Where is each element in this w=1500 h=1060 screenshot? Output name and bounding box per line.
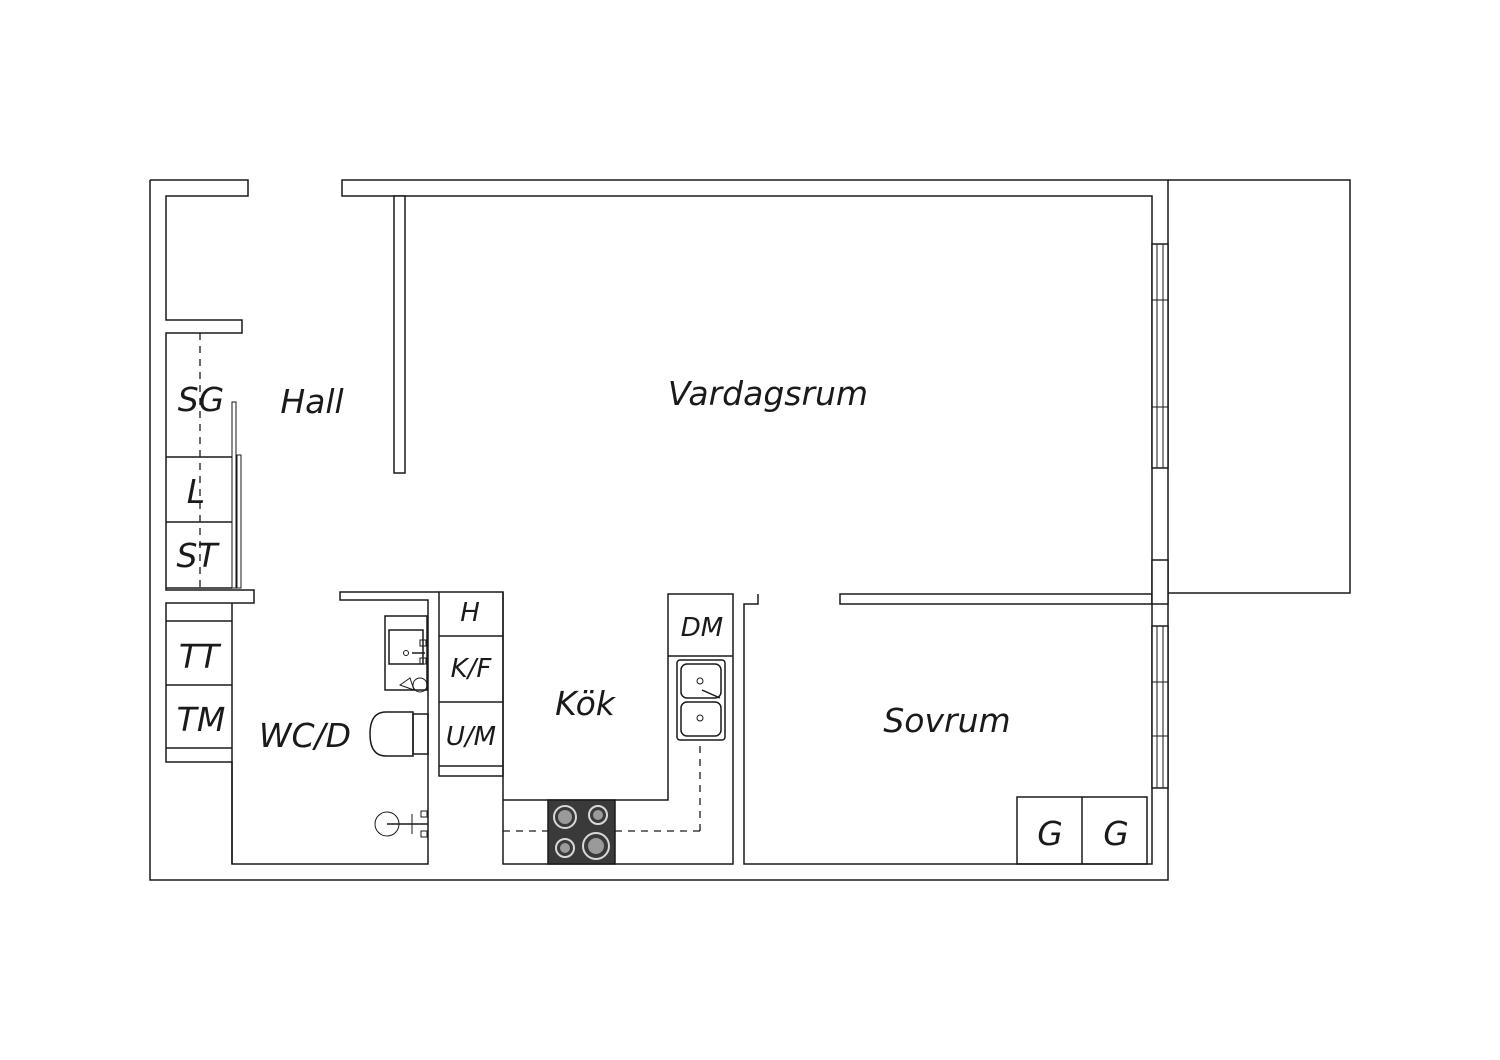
- hall-cabinets: [166, 333, 242, 590]
- window-icon: [1151, 625, 1169, 789]
- window-icon: [1151, 243, 1169, 469]
- laundry-cabinets: [166, 620, 232, 749]
- kitchen-sink-icon: [676, 659, 726, 741]
- kitchen-counter: [503, 655, 733, 832]
- sink-icon: [384, 615, 428, 691]
- kitchen-cabinets: [438, 591, 504, 777]
- room-label-wcd: WC/D: [259, 716, 351, 755]
- fixture-label-tt: TT: [179, 637, 222, 676]
- fixture-label-st: ST: [176, 536, 220, 575]
- interior-walls: [231, 195, 1169, 865]
- fixture-label-g1: G: [1037, 814, 1063, 853]
- bedroom-wardrobes: [1016, 796, 1148, 865]
- shower-icon: [374, 810, 428, 838]
- fixture-label-tm: TM: [177, 700, 226, 739]
- fixture-label-sg: SG: [178, 380, 225, 419]
- room-label-sovrum: Sovrum: [883, 701, 1010, 740]
- stove-icon: [547, 799, 616, 865]
- fixture-label-g2: G: [1103, 814, 1129, 853]
- toilet-icon: [369, 677, 429, 757]
- outer-walls: [149, 179, 1351, 881]
- room-label-hall: Hall: [280, 382, 343, 421]
- room-label-vardagsrum: Vardagsrum: [668, 374, 868, 413]
- fixture-label-l: L: [187, 472, 205, 511]
- fixture-label-kf: K/F: [451, 654, 493, 684]
- room-label-kok: Kök: [555, 684, 617, 723]
- fixture-label-dm: DM: [681, 613, 723, 643]
- fixture-label-h: H: [460, 598, 480, 628]
- fixture-label-um: U/M: [446, 722, 496, 752]
